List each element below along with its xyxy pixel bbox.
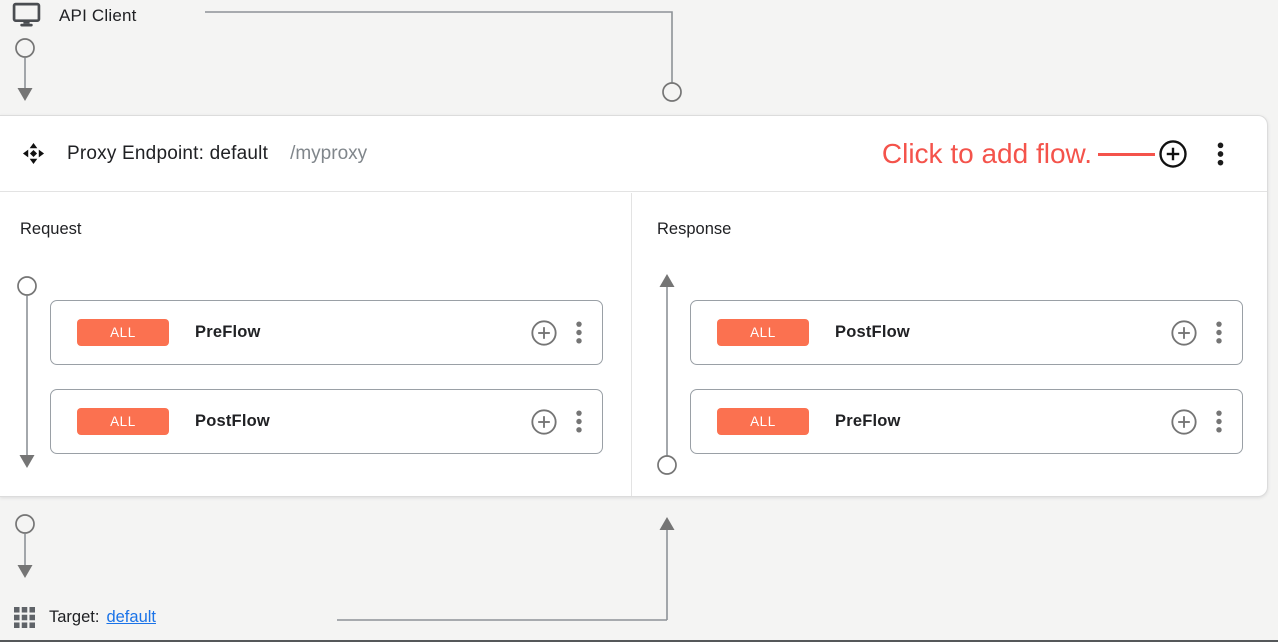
apps-grid-icon [14,607,35,628]
client-to-endpoint-connector [205,11,682,102]
add-policy-button[interactable] [1170,408,1198,436]
endpoint-to-target-connector [15,514,35,578]
plus-circle-icon [530,408,558,436]
flow-condition-badge: ALL [77,319,169,346]
proxy-endpoint-title: Proxy Endpoint: default [67,142,269,164]
client-entry-connector [15,38,35,101]
more-vert-icon [1213,409,1225,434]
proxy-endpoint-icon [22,142,45,165]
plus-circle-icon [1170,408,1198,436]
flow-name: PostFlow [195,412,270,430]
add-flow-annotation: Click to add flow. [881,137,1092,169]
bottom-edge [0,640,1278,642]
proxy-endpoint-header: Proxy Endpoint: default /myproxy Click t… [0,116,1267,192]
endpoint-menu-button[interactable] [1214,141,1227,167]
add-policy-button[interactable] [1170,319,1198,347]
monitor-icon [12,2,41,29]
request-pane-label: Request [20,220,82,238]
api-client: API Client [12,2,137,29]
add-flow-button[interactable] [1158,139,1188,169]
flow-menu-button[interactable] [1213,409,1225,434]
add-policy-button[interactable] [530,408,558,436]
request-preflow-card[interactable]: ALL PreFlow [50,300,603,365]
flow-menu-button[interactable] [1213,320,1225,345]
response-postflow-card[interactable]: ALL PostFlow [690,300,1243,365]
api-client-label: API Client [59,5,137,25]
flow-name: PostFlow [835,323,910,341]
target-row: Target: default [14,607,156,628]
plus-circle-icon [530,319,558,347]
flow-condition-badge: ALL [717,408,809,435]
flow-menu-button[interactable] [573,320,585,345]
flow-name: PreFlow [195,323,261,341]
target-label: Target: [49,608,100,626]
flow-name: PreFlow [835,412,901,430]
proxy-endpoint-path: /myproxy [290,142,368,164]
add-policy-button[interactable] [530,319,558,347]
request-response-divider [631,193,632,496]
annotation-pointer-line [1098,153,1155,156]
more-vert-icon [573,409,585,434]
more-vert-icon [1213,320,1225,345]
response-pane-label: Response [657,220,732,238]
plus-circle-icon [1158,139,1188,169]
more-vert-icon [573,320,585,345]
target-link[interactable]: default [106,608,156,626]
plus-circle-icon [1170,319,1198,347]
response-preflow-card[interactable]: ALL PreFlow [690,389,1243,454]
target-return-connector [337,517,675,621]
request-postflow-card[interactable]: ALL PostFlow [50,389,603,454]
proxy-endpoint-panel: Proxy Endpoint: default /myproxy Click t… [0,115,1268,497]
flow-menu-button[interactable] [573,409,585,434]
proxy-endpoint-body: Request Response ALL PreFlow [0,193,1267,496]
flow-condition-badge: ALL [77,408,169,435]
more-vert-icon [1214,141,1227,167]
flow-condition-badge: ALL [717,319,809,346]
